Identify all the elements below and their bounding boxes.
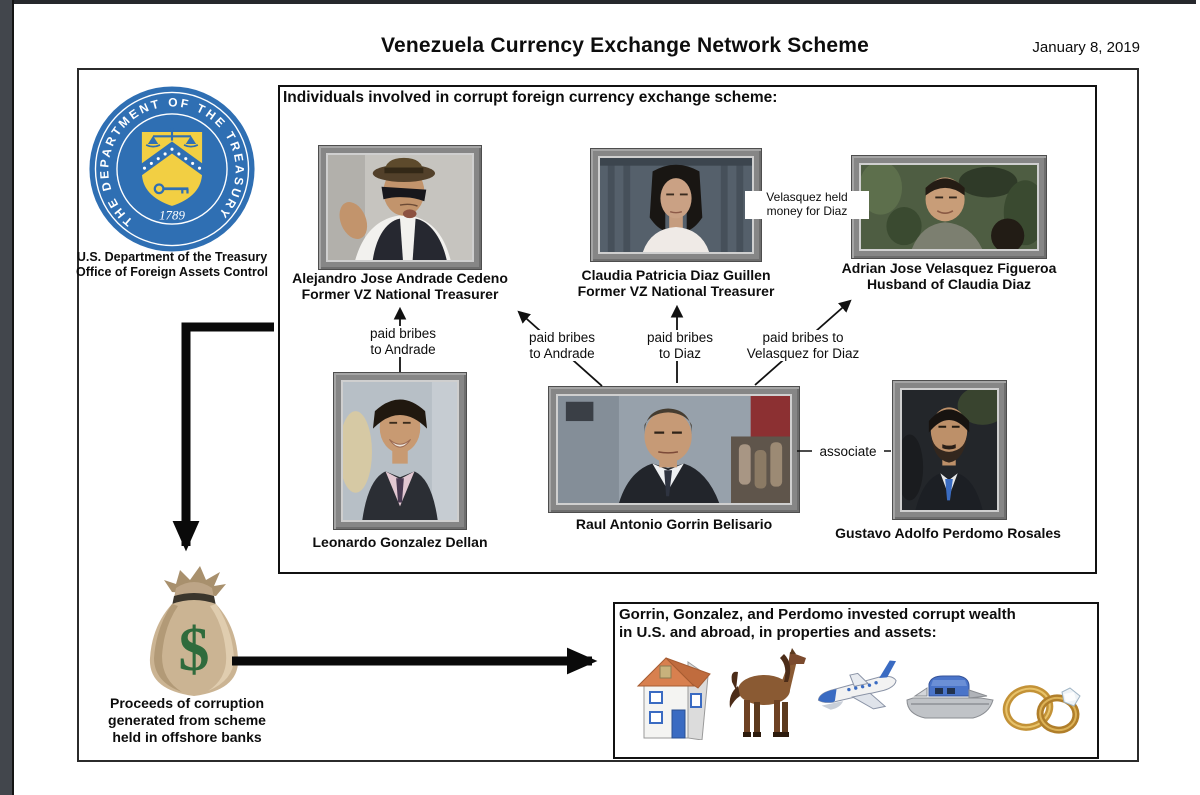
- velasquez-name: Adrian Jose Velasquez Figueroa: [841, 260, 1057, 276]
- viewer-left-edge: [12, 0, 14, 795]
- gonzalez-name: Leonardo Gonzalez Dellan: [312, 534, 488, 550]
- relationship-label-gorrin-velasquez: paid bribes to Velasquez for Diaz: [722, 330, 884, 362]
- private-jet-icon: [817, 660, 897, 710]
- gonzalez-portrait: [341, 380, 459, 522]
- horse-icon: [729, 648, 806, 737]
- label-gonzalez: Leonardo Gonzalez Dellan: [270, 534, 530, 551]
- proceeds-caption: Proceeds of corruption generated from sc…: [108, 695, 266, 746]
- seal-stars: [142, 147, 202, 170]
- relationship-label-associate: associate: [812, 444, 884, 460]
- relationship-label-gonzalez-andrade: paid bribes to Andrade: [340, 326, 466, 358]
- label-andrade: Alejandro Jose Andrade Cedeno Former VZ …: [255, 270, 545, 303]
- photo-gonzalez: [333, 372, 467, 530]
- andrade-role: Former VZ National Treasurer: [301, 285, 499, 302]
- relationship-label-gorrin-andrade: paid bribes to Andrade: [500, 330, 624, 362]
- andrade-portrait: [326, 153, 474, 262]
- relationship-label-gorrin-diaz: paid bribes to Diaz: [618, 330, 742, 362]
- velasquez-portrait: [859, 163, 1039, 251]
- date-label: January 8, 2019: [1032, 39, 1140, 56]
- seal-year: 1789: [159, 209, 185, 223]
- seal-caption-line1: U.S. Department of the Treasury: [76, 250, 268, 264]
- diaz-portrait: [598, 156, 754, 254]
- velasquez-role: Husband of Claudia Diaz: [866, 275, 1032, 292]
- perdomo-portrait: [900, 388, 999, 512]
- seal-key-icon: [153, 183, 189, 195]
- yacht-icon: [906, 675, 994, 719]
- rings-icon: [1002, 685, 1081, 734]
- photo-velasquez: [851, 155, 1047, 259]
- gorrin-portrait: [556, 394, 792, 505]
- money-bag-icon: $: [149, 566, 239, 696]
- viewer-top-strip: [14, 0, 1196, 4]
- house-icon: [636, 657, 711, 740]
- label-velasquez: Adrian Jose Velasquez Figueroa Husband o…: [804, 260, 1094, 293]
- perdomo-name: Gustavo Adolfo Perdomo Rosales: [835, 525, 1061, 541]
- seal-scales-icon: [145, 127, 199, 148]
- seal-caption: U.S. Department of the Treasury Office o…: [72, 250, 272, 280]
- relationship-label-velasquez-held-money: Velasquez held money for Diaz: [745, 190, 869, 219]
- money-bag-dollar: $: [179, 616, 210, 684]
- label-diaz: Claudia Patricia Diaz Guillen Former VZ …: [531, 267, 821, 300]
- photo-andrade: [318, 145, 482, 270]
- diaz-role: Former VZ National Treasurer: [577, 282, 775, 299]
- gorrin-name: Raul Antonio Gorrin Belisario: [575, 516, 773, 532]
- assets-box-heading: Gorrin, Gonzalez, and Perdomo invested c…: [619, 606, 1016, 641]
- viewer-left-strip: [0, 0, 12, 795]
- label-gorrin: Raul Antonio Gorrin Belisario: [534, 516, 814, 533]
- seal-caption-line2: Office of Foreign Assets Control: [76, 264, 268, 279]
- photo-perdomo: [892, 380, 1007, 520]
- diaz-name: Claudia Patricia Diaz Guillen: [581, 267, 771, 283]
- outer-frame: [77, 68, 1139, 762]
- individuals-box-heading: Individuals involved in corrupt foreign …: [283, 89, 778, 106]
- andrade-name: Alejandro Jose Andrade Cedeno: [292, 270, 508, 286]
- photo-gorrin: [548, 386, 800, 513]
- treasury-seal: THE DEPARTMENT OF THE TREASURY 1789: [89, 86, 255, 252]
- page-title: Venezuela Currency Exchange Network Sche…: [380, 34, 870, 57]
- label-perdomo: Gustavo Adolfo Perdomo Rosales: [798, 525, 1098, 542]
- photo-diaz: [590, 148, 762, 262]
